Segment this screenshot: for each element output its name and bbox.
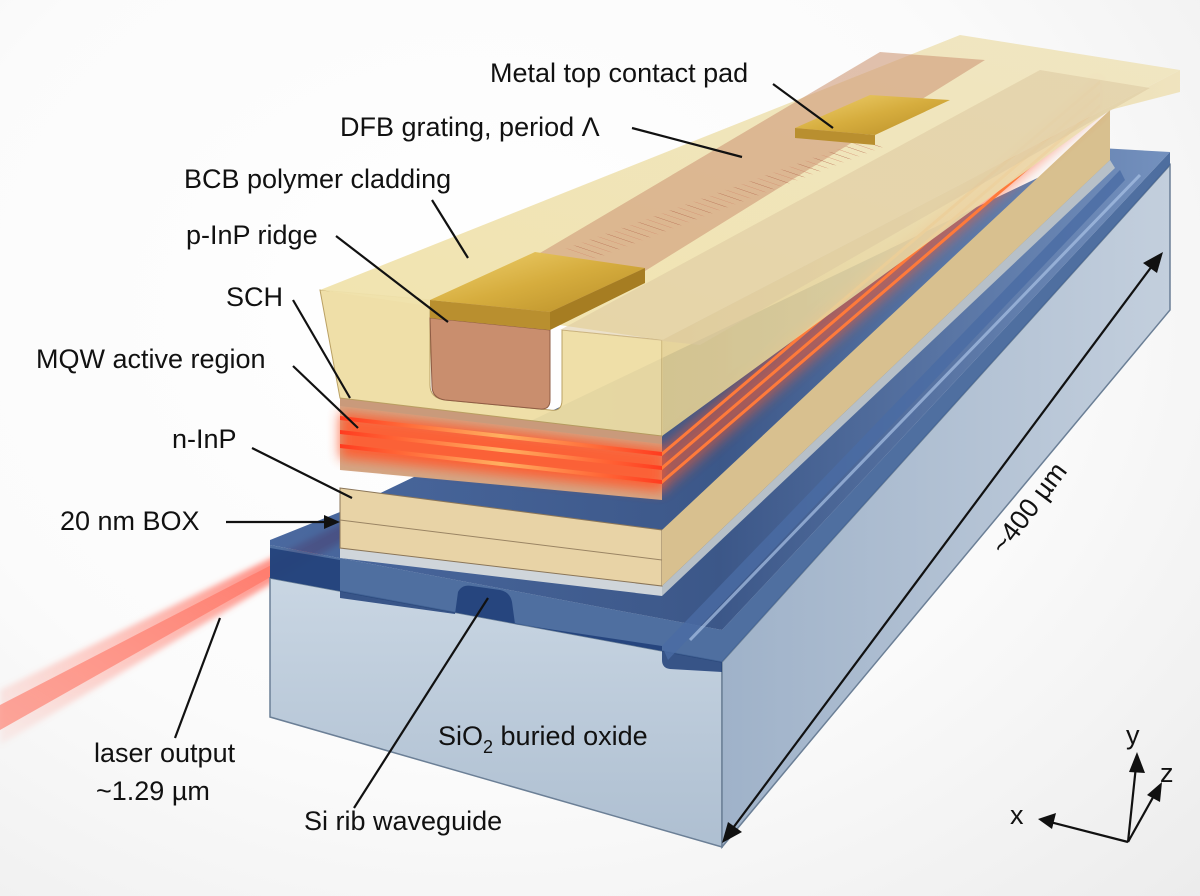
label-p-inp-ridge: p-InP ridge [186, 220, 318, 250]
length-dimension-arrow [722, 252, 1163, 843]
grating-tooth [780, 169, 806, 178]
grating-tooth [844, 145, 868, 154]
coordinate-axes: y z x [1010, 720, 1174, 844]
grating-tooth [700, 198, 729, 208]
label-dfb-grating: DFB grating, period Λ [340, 112, 600, 142]
box-layer [340, 160, 1115, 596]
grating-tooth [724, 189, 752, 199]
leader-lines [173, 83, 834, 809]
label-bcb-cladding: BCB polymer cladding [184, 164, 451, 194]
grating-tooth [732, 186, 760, 196]
grating-tooth [628, 224, 660, 235]
grating-tooth [812, 157, 837, 166]
grating-tooth [580, 242, 613, 253]
si-rib-waveguide [270, 170, 1142, 672]
label-sch: SCH [226, 282, 283, 312]
grating-tooth [716, 192, 745, 202]
label-mqw: MQW active region [36, 344, 266, 374]
grating-tooth [692, 201, 721, 211]
sch-layer [340, 398, 662, 444]
label-metal-pad: Metal top contact pad [490, 58, 748, 88]
grating-tooth [788, 166, 814, 175]
grating-tooth [596, 236, 629, 247]
label-sio2: SiO2 buried oxide [438, 721, 648, 757]
label-si-rib: Si rib waveguide [304, 806, 502, 836]
grating-tooth [565, 248, 598, 259]
label-laser-output: laser output [94, 738, 236, 768]
grating-tooth [820, 154, 845, 163]
grating-tooth [756, 177, 783, 187]
metal-contact-pad-back [795, 95, 950, 145]
axis-label-z: z [1160, 758, 1174, 788]
grating-tooth [804, 160, 830, 169]
grating-tooth [684, 204, 714, 214]
grating-tooth [836, 148, 861, 157]
grating-tooth [740, 183, 768, 193]
grating-tooth [612, 230, 644, 241]
axis-label-y: y [1126, 720, 1140, 750]
grating-tooth [668, 210, 698, 220]
n-inp-layer [339, 110, 1110, 587]
grating-tooth [660, 212, 690, 223]
grating-tooth [588, 239, 621, 250]
metal-contact-pad-front [430, 252, 645, 330]
grating-tooth [676, 207, 706, 217]
grating-tooth [572, 245, 605, 256]
label-laser-wavelength: ~1.29 µm [96, 776, 210, 806]
grating-tooth [708, 195, 737, 205]
grating-tooth [636, 221, 667, 232]
label-n-inp: n-InP [172, 424, 237, 454]
grating-tooth [604, 233, 636, 244]
grating-tooth [852, 142, 876, 151]
grating-tooth [828, 151, 853, 160]
grating-tooth [644, 218, 675, 229]
label-box: 20 nm BOX [60, 506, 200, 536]
laser-output-beam [0, 522, 345, 745]
grating-tooth [748, 180, 775, 190]
dfb-grating [565, 140, 884, 259]
grating-tooth [772, 172, 799, 181]
grating-tooth [620, 227, 652, 238]
grating-tooth [764, 175, 791, 184]
grating-tooth [796, 163, 822, 172]
grating-tooth [652, 215, 683, 226]
axis-label-x: x [1010, 800, 1024, 830]
